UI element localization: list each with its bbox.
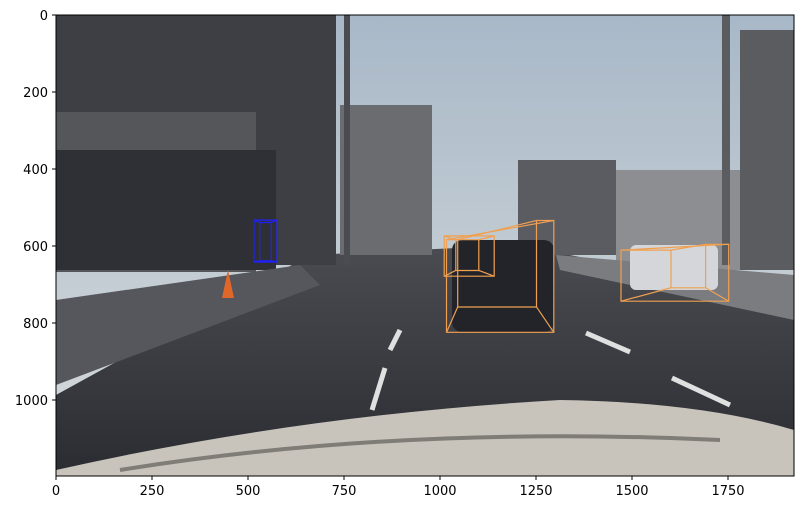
box-edge <box>253 260 260 263</box>
box-front-face <box>445 219 555 333</box>
y-tick-label: 0 <box>40 9 48 24</box>
camera-image <box>56 15 794 476</box>
vehicle-bounding-box <box>443 235 495 277</box>
box-edge <box>443 269 457 277</box>
x-tick-label: 1000 <box>423 484 456 499</box>
box-edge <box>445 306 459 333</box>
x-tick-label: 1250 <box>519 484 552 499</box>
annotation-layer <box>253 219 730 333</box>
box-edge <box>535 306 555 333</box>
x-tick-label: 1750 <box>711 484 744 499</box>
y-tick-label: 600 <box>23 240 48 255</box>
box-edge <box>253 219 260 224</box>
box-edge <box>478 269 495 277</box>
y-tick-label: 800 <box>23 317 48 332</box>
y-axis: 0 200 400 600 800 1000 <box>15 9 56 409</box>
box-edge <box>478 235 495 241</box>
x-tick-label: 1500 <box>615 484 648 499</box>
box-edge <box>620 287 672 302</box>
box-edge <box>705 287 729 302</box>
lead-car <box>452 240 554 332</box>
vehicle-bounding-box <box>620 243 730 302</box>
box-edge <box>444 235 456 241</box>
sidewalk-left <box>56 265 320 385</box>
box-front-face <box>443 235 495 277</box>
pedestrian-bounding-box <box>253 219 278 263</box>
x-tick-label: 250 <box>140 484 165 499</box>
y-tick-label: 200 <box>23 86 48 101</box>
y-tick-label: 1000 <box>15 394 48 409</box>
y-tick-label: 400 <box>23 163 48 178</box>
box-back-face <box>455 239 480 272</box>
vehicle-bounding-box <box>445 219 555 333</box>
box-edge <box>271 260 278 263</box>
mid-building <box>340 105 432 255</box>
x-tick-label: 0 <box>52 484 60 499</box>
box-edge <box>271 219 278 224</box>
x-tick-label: 500 <box>236 484 261 499</box>
x-axis: 0 250 500 750 1000 1250 1500 1750 <box>52 476 745 499</box>
x-tick-label: 750 <box>332 484 357 499</box>
